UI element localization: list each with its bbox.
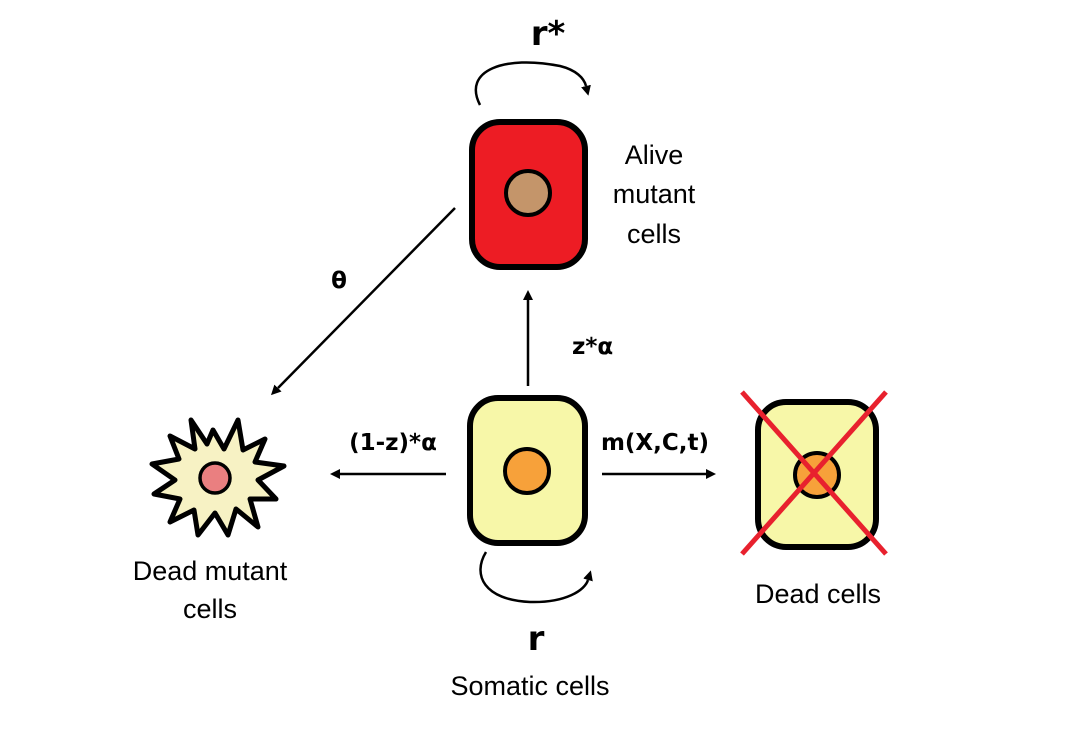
somatic-self-renewal-rate: r (528, 619, 545, 659)
dead-cell (740, 390, 888, 556)
dead-mutant-label-line-1: Dead mutant (133, 556, 288, 586)
alive-mutant-label-line-3: cells (627, 219, 681, 249)
alive-mutant-label-line-2: mutant (613, 179, 696, 209)
somatic-cell-nucleus (503, 447, 551, 495)
dead-mutant-cell-nucleus (198, 461, 232, 495)
somatic-self-renewal-loop (479, 551, 593, 604)
dead-mutant-label-line-2: cells (183, 594, 237, 624)
lethal-mutation-rate: (1-z)*α (349, 430, 437, 456)
mutant-death-arrow (270, 207, 456, 396)
somatic-death-rate: m(X,C,t) (601, 430, 709, 456)
mutant-self-renewal-rate: r* (531, 14, 566, 54)
somatic-cells-label: Somatic cells (450, 671, 609, 701)
mutant-self-renewal-loop (474, 61, 591, 106)
dead-cells-label: Dead cells (755, 579, 881, 609)
alive-mutant-cell-nucleus (504, 169, 552, 217)
dead-cell-cross-line-2 (740, 390, 888, 556)
alive-mutant-label-line-1: Alive (625, 140, 684, 170)
mutation-rate: z*α (572, 334, 613, 360)
dead-mutant-cell (149, 417, 287, 538)
mutant-death-rate: θ (331, 268, 347, 294)
somatic-cell (467, 395, 588, 546)
alive-mutant-cell (469, 119, 588, 270)
